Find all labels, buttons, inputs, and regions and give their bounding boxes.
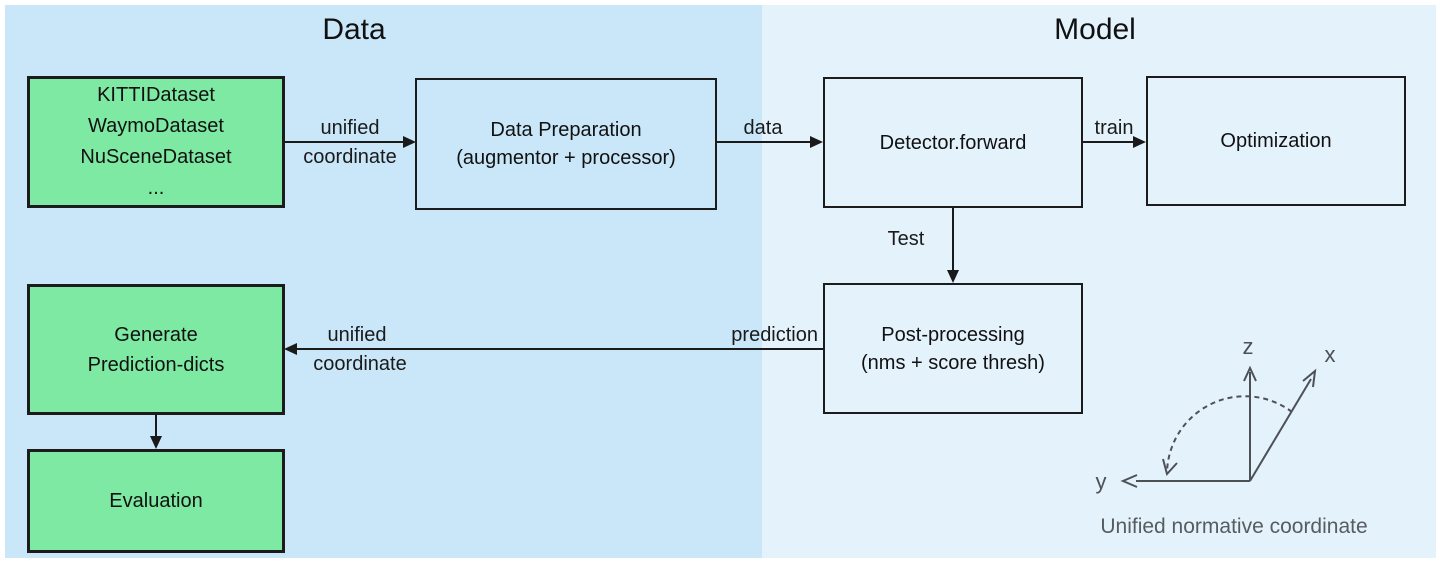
node-optimization: Optimization <box>1146 76 1406 206</box>
edge-label-coordinate-top: coordinate <box>303 146 397 168</box>
node-detector-forward-label: Detector.forward <box>879 131 1027 154</box>
x-axis-arrow <box>1249 368 1317 482</box>
node-post-processing: Post-processing (nms + score thresh) <box>823 283 1083 414</box>
node-data-preparation-line2: (augmentor + processor) <box>456 147 676 169</box>
edge-label-unified-top: unified <box>320 117 380 139</box>
node-data-preparation: Data Preparation (augmentor + processor) <box>415 78 717 210</box>
node-datasets: KITTIDataset WaymoDataset NuSceneDataset… <box>27 76 285 208</box>
arrow-postprocess-to-generate <box>284 343 823 355</box>
node-generate-line2: Prediction-dicts <box>87 353 225 376</box>
node-detector-forward: Detector.forward <box>823 77 1083 208</box>
node-post-processing-line1: Post-processing <box>881 323 1025 346</box>
axes-caption: Unified normative coordinate <box>1100 515 1368 538</box>
arrow-detector-to-optimizer <box>1083 136 1146 148</box>
node-datasets-line2: WaymoDataset <box>88 115 224 137</box>
edge-label-train: train <box>1094 117 1134 139</box>
edge-label-test: Test <box>887 228 925 250</box>
arrow-generate-to-evaluation <box>150 415 162 449</box>
node-data-preparation-line1: Data Preparation <box>490 119 642 141</box>
arrow-detector-to-postprocess <box>947 208 959 283</box>
rotation-arc-arrow <box>1162 395 1293 477</box>
z-axis-arrow <box>1243 365 1257 481</box>
arrow-prep-to-detector <box>717 136 823 148</box>
node-datasets-line3: NuSceneDataset <box>80 146 232 168</box>
node-datasets-line1: KITTIDataset <box>97 84 215 106</box>
node-generate-prediction-dicts: Generate Prediction-dicts <box>27 284 285 415</box>
edge-label-prediction: prediction <box>731 324 818 346</box>
node-datasets-line4: ... <box>147 177 165 199</box>
x-axis-label: x <box>1324 342 1336 367</box>
arrow-datasets-to-prep <box>285 136 416 148</box>
node-evaluation: Evaluation <box>27 449 285 553</box>
y-axis-arrow <box>1120 474 1250 488</box>
node-post-processing-line2: (nms + score thresh) <box>861 351 1045 374</box>
y-axis-label: y <box>1095 469 1107 494</box>
z-axis-label: z <box>1242 334 1254 359</box>
coordinate-axes <box>1120 365 1317 488</box>
section-title-model: Model <box>1054 13 1136 46</box>
edge-label-coordinate-bottom: coordinate <box>313 353 407 375</box>
node-generate-line1: Generate <box>114 323 198 346</box>
edge-label-unified-bottom: unified <box>327 324 387 346</box>
node-evaluation-label: Evaluation <box>109 490 203 512</box>
edge-label-data: data <box>743 117 783 139</box>
node-optimization-label: Optimization <box>1220 130 1332 152</box>
section-title-data: Data <box>322 13 386 46</box>
